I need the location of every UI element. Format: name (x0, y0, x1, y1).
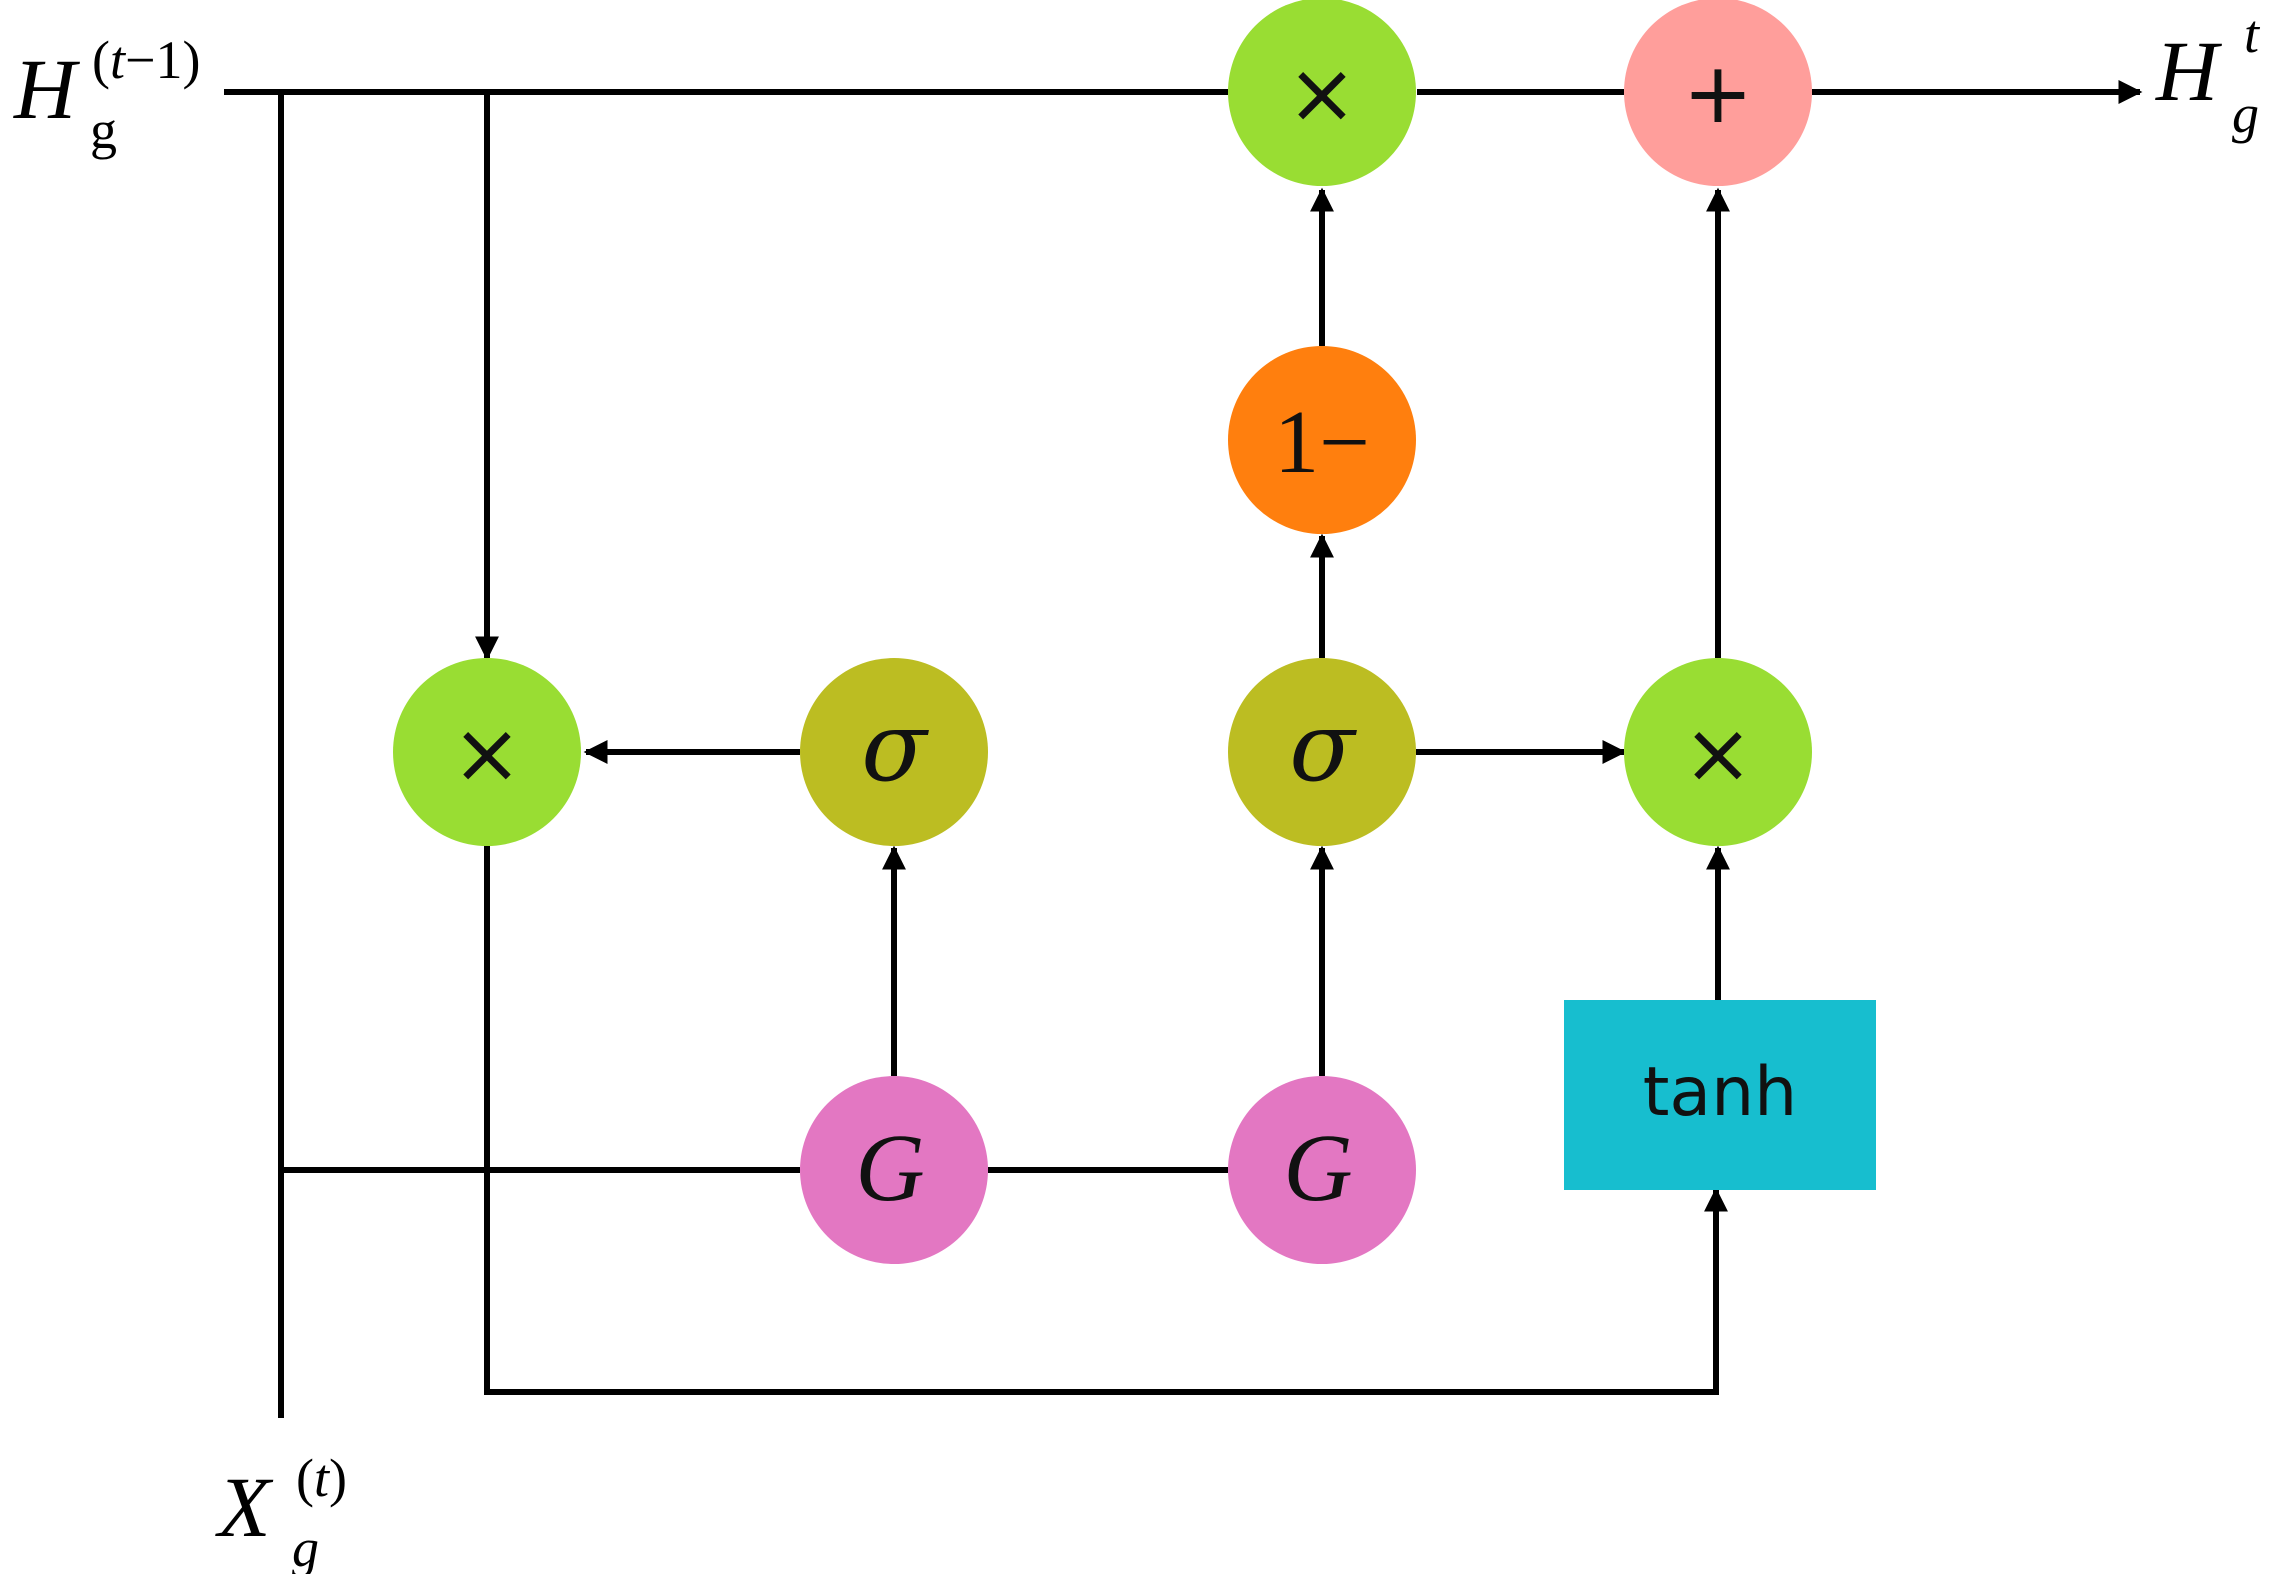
node-mid-sigma: σ (1228, 658, 1416, 846)
multiply-symbol: × (1683, 704, 1753, 802)
h-prev-subscript: g (90, 100, 117, 160)
add-symbol: + (1683, 44, 1753, 142)
h-out-main: H (2155, 23, 2222, 119)
node-left-multiply: × (393, 658, 581, 846)
node-top-multiply: × (1228, 0, 1416, 186)
h-prev-main: H (13, 41, 80, 137)
connections (224, 80, 2143, 1418)
one-minus-circle (1228, 346, 1416, 534)
sigma-symbol: σ (861, 691, 929, 803)
x-input-superscript: (t) (296, 1448, 347, 1508)
node-add: + (1624, 0, 1812, 186)
x-input-subscript: g (292, 1518, 319, 1574)
gcn-circle (800, 1076, 988, 1264)
multiply-circle (1228, 0, 1416, 186)
node-one-minus: 1− (1228, 346, 1416, 534)
node-tanh: tanh (1564, 1000, 1876, 1190)
sigma-circle (1228, 658, 1416, 846)
x-input-main: X (215, 1459, 274, 1555)
one-minus-symbol: 1− (1274, 393, 1370, 492)
multiply-circle (1624, 658, 1812, 846)
tanh-label: tanh (1643, 1053, 1798, 1132)
add-circle (1624, 0, 1812, 186)
sigma-symbol: σ (1289, 691, 1357, 803)
multiply-symbol: × (1287, 44, 1357, 142)
tanh-box (1564, 1000, 1876, 1190)
gcn-circle (1228, 1076, 1416, 1264)
node-right-multiply: × (1624, 658, 1812, 846)
multiply-circle (393, 658, 581, 846)
label-h-out: H g t (2155, 4, 2261, 144)
node-left-sigma: σ (800, 658, 988, 846)
label-x-input: X g (t) (215, 1448, 347, 1574)
node-mid-gcn: G (1228, 1076, 1416, 1264)
node-left-gcn: G (800, 1076, 988, 1264)
sigma-circle (800, 658, 988, 846)
wire-left-multiply-to-tanh (484, 846, 1728, 1395)
h-out-subscript: g (2232, 84, 2259, 144)
h-out-superscript: t (2244, 4, 2261, 64)
gcn-symbol: G (1283, 1114, 1352, 1221)
multiply-symbol: × (452, 704, 522, 802)
h-prev-superscript: (t−1) (92, 30, 200, 90)
gcn-symbol: G (855, 1114, 924, 1221)
label-h-prev: H g (t−1) (13, 30, 200, 160)
